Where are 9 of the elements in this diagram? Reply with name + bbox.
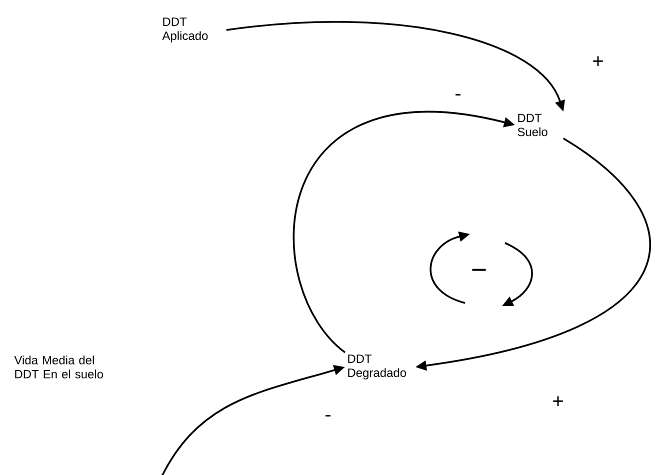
polarity-sign: +	[553, 396, 563, 406]
variable-label: Vida Media del DDT En el suelo	[14, 356, 104, 378]
polarity-sign: -	[456, 94, 460, 96]
variable-label: DDT Aplicado	[162, 18, 208, 42]
polarity-sign: -	[326, 414, 330, 417]
polarity-sign: +	[593, 56, 603, 66]
variable-label: DDT Suelo	[518, 114, 548, 136]
variable-label: DDT Degradado	[348, 354, 406, 380]
loop-sign: −	[472, 268, 486, 271]
